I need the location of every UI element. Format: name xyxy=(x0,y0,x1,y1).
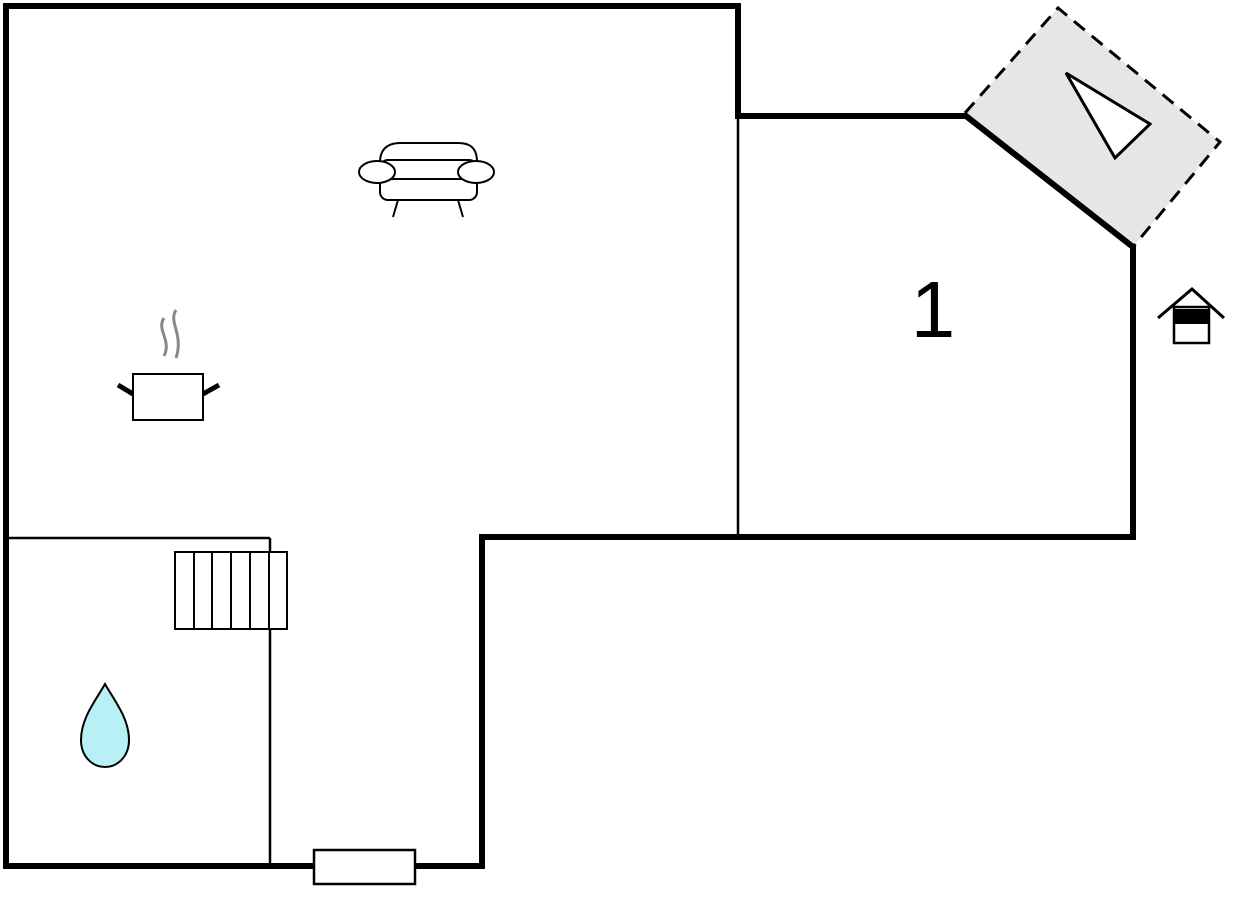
outer-walls xyxy=(3,3,1136,869)
window xyxy=(312,848,417,886)
water-drop-icon xyxy=(79,681,131,769)
house-entrance-icon xyxy=(1157,287,1226,345)
sofa-icon xyxy=(358,142,495,218)
cooking-pot-icon xyxy=(116,309,221,421)
room-number-label: 1 xyxy=(911,265,956,354)
staircase-icon xyxy=(174,551,288,630)
balcony-area xyxy=(963,5,1223,248)
triangle-icon xyxy=(1064,71,1153,161)
